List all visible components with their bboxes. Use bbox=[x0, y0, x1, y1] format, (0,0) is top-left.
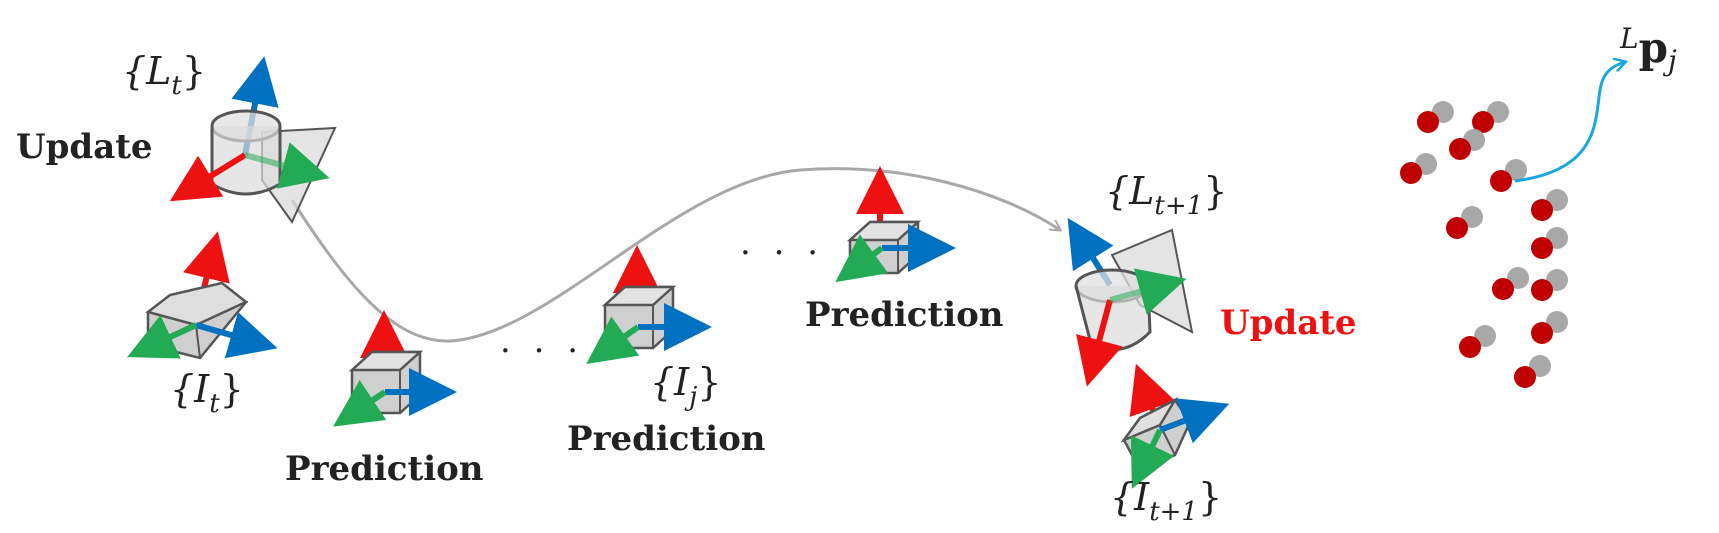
point-pair bbox=[1472, 101, 1509, 133]
point-pair bbox=[1449, 129, 1485, 160]
point-cloud bbox=[1400, 101, 1568, 388]
frame-label-ij: {Ij} bbox=[650, 360, 721, 412]
point-label: Lpj bbox=[1619, 22, 1677, 77]
point-pair bbox=[1446, 206, 1483, 239]
imu-prediction-1 bbox=[333, 310, 457, 427]
frame-label-lt1: {Lt+1} bbox=[1105, 169, 1227, 221]
update-label-left: Update bbox=[16, 127, 153, 167]
lidar-sensor-t1 bbox=[1067, 217, 1194, 387]
frame-label-it1: {It+1} bbox=[1110, 475, 1222, 527]
point-pair bbox=[1490, 159, 1527, 192]
imu-prediction-3 bbox=[835, 166, 956, 283]
point-pair bbox=[1531, 189, 1568, 221]
frame-label-lt: {Lt} bbox=[122, 49, 206, 101]
lidar-sensor-t bbox=[169, 56, 337, 224]
prediction-label-3: Prediction bbox=[805, 295, 1004, 335]
frame-label-it: {It} bbox=[170, 367, 244, 419]
point-label-arrow bbox=[1514, 62, 1625, 183]
imu-sensor-t bbox=[127, 231, 278, 360]
imu-sensor-t1 bbox=[1120, 363, 1230, 489]
point-pair bbox=[1459, 325, 1496, 358]
prediction-label-2: Prediction bbox=[567, 419, 766, 459]
ellipsis-2: · · · bbox=[740, 233, 824, 273]
ellipsis-1: · · · bbox=[500, 331, 584, 371]
point-pair bbox=[1531, 311, 1568, 344]
point-pair bbox=[1417, 101, 1454, 133]
prediction-label-1: Prediction bbox=[285, 449, 484, 489]
imu-prediction-2 bbox=[586, 245, 712, 364]
point-pair bbox=[1531, 227, 1568, 259]
point-pair bbox=[1492, 267, 1529, 300]
update-label-right: Update bbox=[1220, 303, 1357, 343]
point-pair bbox=[1531, 269, 1568, 301]
point-pair bbox=[1400, 153, 1437, 184]
point-pair bbox=[1514, 355, 1551, 388]
